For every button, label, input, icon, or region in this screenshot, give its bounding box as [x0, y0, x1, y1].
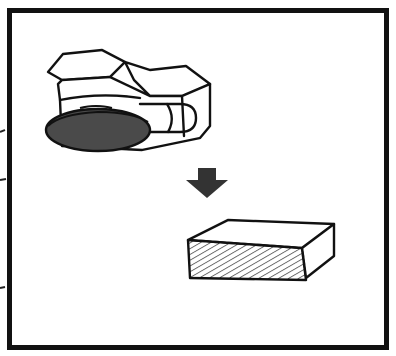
down-arrow-icon [186, 168, 228, 198]
edge-scan-marks [0, 130, 6, 288]
hatched-block-icon [188, 220, 334, 280]
